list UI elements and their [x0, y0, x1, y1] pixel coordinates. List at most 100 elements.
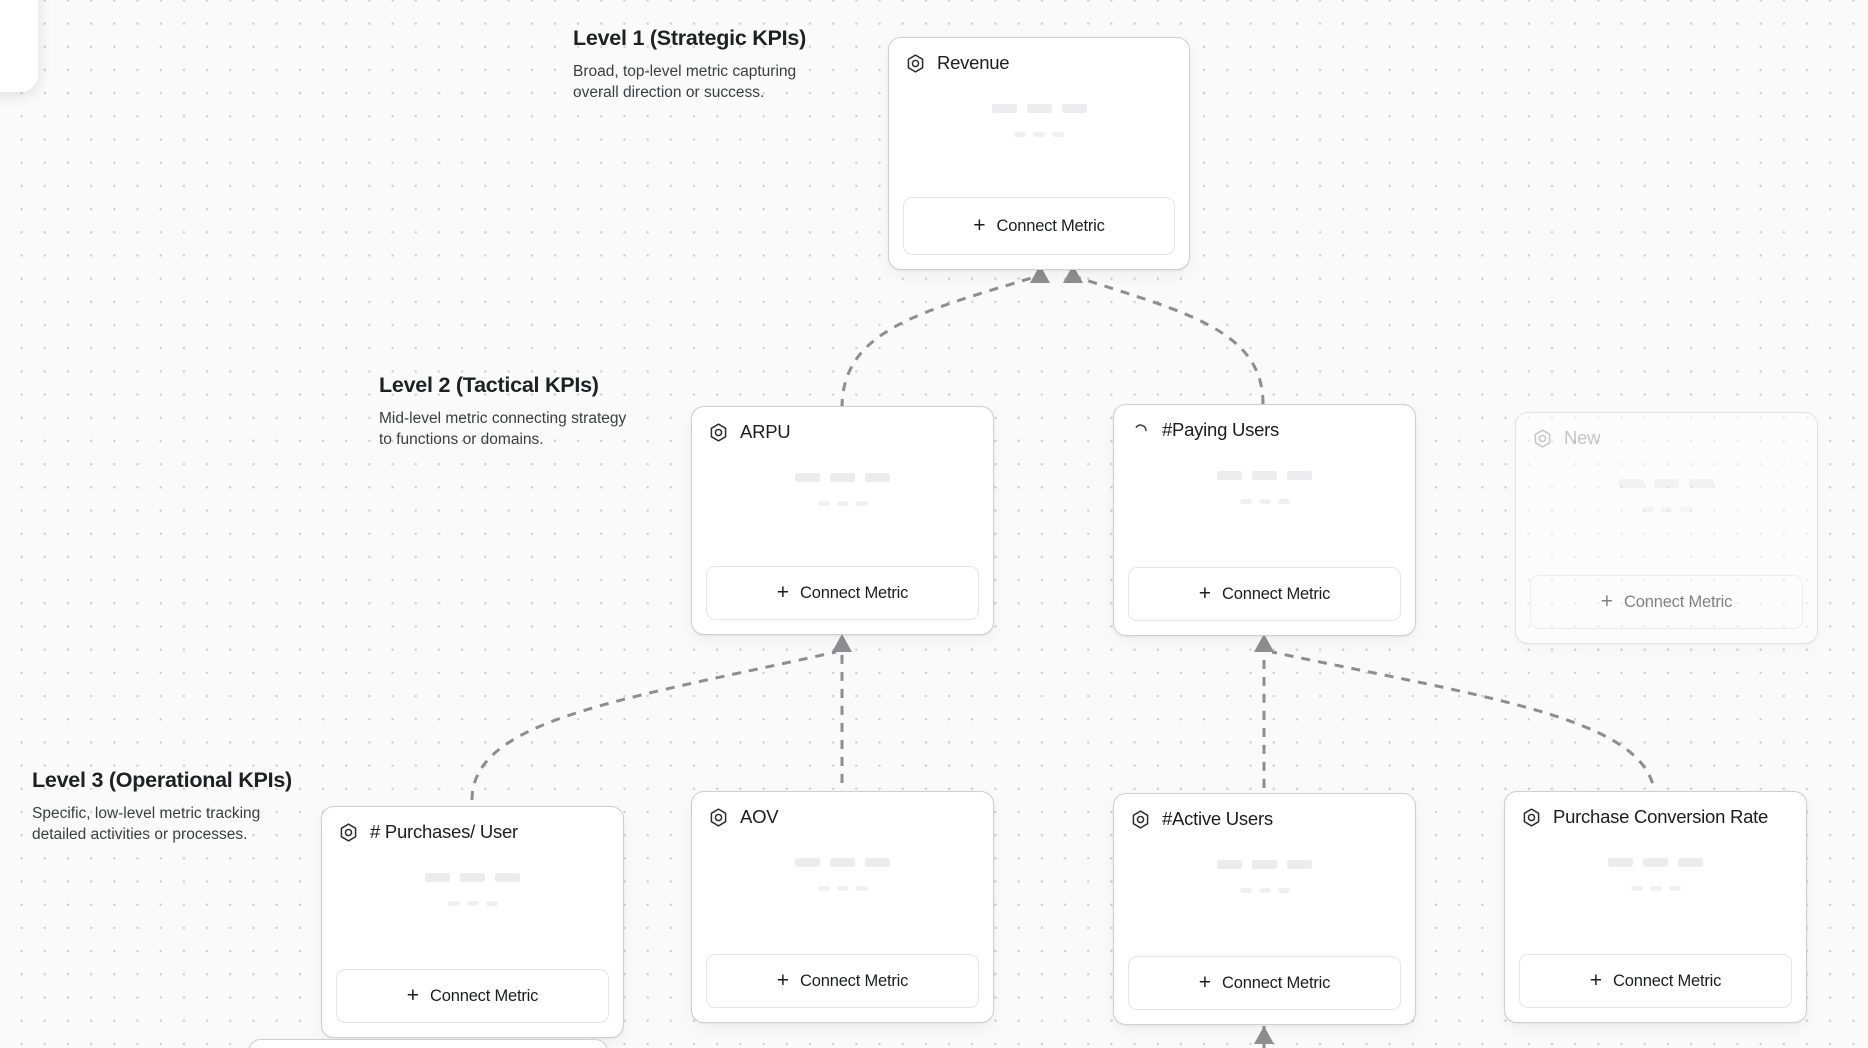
level-3-title: Level 3 (Operational KPIs) [32, 768, 292, 792]
card-placeholder-body [1505, 828, 1806, 891]
hexagon-icon [340, 822, 357, 842]
card-footer: + Connect Metric [1505, 954, 1806, 1022]
skeleton-row-primary [1619, 479, 1714, 488]
skeleton-bar [855, 886, 868, 891]
skeleton-row-secondary [817, 886, 868, 891]
skeleton-bar [1679, 507, 1692, 512]
skeleton-bar [1217, 860, 1242, 869]
connect-metric-label: Connect Metric [1624, 592, 1733, 611]
card-title: New [1564, 427, 1601, 448]
level-2-title: Level 2 (Tactical KPIs) [379, 373, 599, 397]
connect-metric-button[interactable]: + Connect Metric [903, 197, 1175, 255]
skeleton-row-primary [1217, 471, 1312, 480]
connect-metric-label: Connect Metric [1222, 584, 1331, 603]
connect-metric-label: Connect Metric [800, 583, 909, 602]
connect-metric-button[interactable]: + Connect Metric [706, 954, 979, 1008]
card-placeholder-body [1114, 441, 1415, 504]
card-placeholder-body [692, 443, 993, 506]
level-3-group: Level 3 (Operational KPIs) Specific, low… [32, 768, 292, 845]
card-footer: + Connect Metric [322, 969, 623, 1037]
skeleton-bar [1660, 507, 1673, 512]
connect-metric-button[interactable]: + Connect Metric [1128, 567, 1401, 621]
level-1-title: Level 1 (Strategic KPIs) [573, 26, 806, 50]
skeleton-row-secondary [1630, 886, 1681, 891]
arrowhead-arpu [832, 634, 852, 652]
connect-metric-label: Connect Metric [430, 986, 539, 1005]
level-2-description: Mid-level metric connecting strategy to … [379, 410, 627, 448]
skeleton-bar [1619, 479, 1644, 488]
skeleton-row-primary [795, 858, 890, 867]
skeleton-row-secondary [1014, 132, 1064, 137]
plus-icon: + [1198, 970, 1212, 994]
connect-metric-button[interactable]: + Connect Metric [1530, 575, 1803, 629]
hexagon-icon [710, 807, 727, 827]
skeleton-bar [1277, 499, 1290, 504]
skeleton-bar [1217, 471, 1242, 480]
skeleton-bar [1654, 479, 1679, 488]
card-placeholder-body [322, 843, 623, 906]
plus-icon: + [406, 983, 420, 1007]
metric-card-partial-bottom[interactable] [248, 1039, 608, 1048]
skeleton-bar [836, 886, 849, 891]
card-header: AOV [692, 792, 993, 828]
skeleton-bar [1252, 471, 1277, 480]
level-3-description: Specific, low-level metric tracking deta… [32, 805, 261, 843]
card-title: Purchase Conversion Rate [1553, 806, 1769, 827]
card-header: New [1516, 413, 1817, 449]
skeleton-bar [1608, 858, 1633, 867]
skeleton-bar [1239, 499, 1252, 504]
level-1-description: Broad, top-level metric capturing overal… [573, 63, 797, 101]
metric-card-paying-users[interactable]: #Paying Users + Connect Metric [1113, 404, 1416, 636]
card-footer: + Connect Metric [1114, 956, 1415, 1024]
card-footer: + Connect Metric [692, 954, 993, 1022]
metric-card-new[interactable]: New + Connect Metric [1515, 412, 1818, 644]
level-1-group: Level 1 (Strategic KPIs) Broad, top-leve… [573, 26, 825, 103]
hexagon-icon [1534, 428, 1551, 448]
edge-paying-revenue [1072, 274, 1265, 405]
card-title: #Active Users [1162, 808, 1273, 829]
card-header: ARPU [692, 407, 993, 443]
skeleton-bar [1649, 886, 1662, 891]
connect-metric-button[interactable]: + Connect Metric [336, 969, 609, 1023]
card-title: ARPU [740, 421, 791, 442]
skeleton-bar [1014, 132, 1026, 137]
connect-metric-button[interactable]: + Connect Metric [1519, 954, 1792, 1008]
skeleton-row-primary [1217, 860, 1312, 869]
metric-card-purchase-conversion-rate[interactable]: Purchase Conversion Rate + Connect Metri… [1504, 791, 1807, 1023]
skeleton-bar [1026, 104, 1052, 113]
skeleton-bar [1689, 479, 1714, 488]
skeleton-bar [817, 501, 830, 506]
metric-card-active-users[interactable]: #Active Users + Connect Metric [1113, 793, 1416, 1025]
connect-metric-button[interactable]: + Connect Metric [1128, 956, 1401, 1010]
skeleton-bar [817, 886, 830, 891]
connect-metric-label: Connect Metric [800, 971, 909, 990]
card-placeholder-body [889, 74, 1189, 137]
connect-metric-label: Connect Metric [1613, 971, 1722, 990]
plus-icon: + [1589, 968, 1603, 992]
card-footer: + Connect Metric [692, 566, 993, 634]
skeleton-bar [1258, 888, 1271, 893]
skeleton-bar [495, 873, 520, 882]
skeleton-bar [485, 901, 498, 906]
card-footer: + Connect Metric [889, 197, 1189, 269]
metric-card-aov[interactable]: AOV + Connect Metric [691, 791, 994, 1023]
connect-metric-label: Connect Metric [1222, 973, 1331, 992]
metric-card-arpu[interactable]: ARPU + Connect Metric [691, 406, 994, 635]
card-header: # Purchases/ User [322, 807, 623, 843]
skeleton-bar [447, 901, 460, 906]
spinner-icon [1135, 423, 1147, 431]
skeleton-bar [1277, 888, 1290, 893]
skeleton-bar [830, 473, 855, 482]
plus-icon: + [776, 580, 790, 604]
skeleton-bar [1252, 860, 1277, 869]
edge-arpu-revenue [840, 274, 1039, 409]
plus-icon: + [973, 213, 986, 237]
metric-card-revenue[interactable]: Revenue + Connect Metric [888, 37, 1190, 270]
connect-metric-button[interactable]: + Connect Metric [706, 566, 979, 620]
skeleton-bar [425, 873, 450, 882]
skeleton-bar [1287, 471, 1312, 480]
skeleton-bar [830, 858, 855, 867]
skeleton-row-primary [1608, 858, 1703, 867]
metric-card-purchases-per-user[interactable]: # Purchases/ User + Connect Metric [321, 806, 624, 1038]
